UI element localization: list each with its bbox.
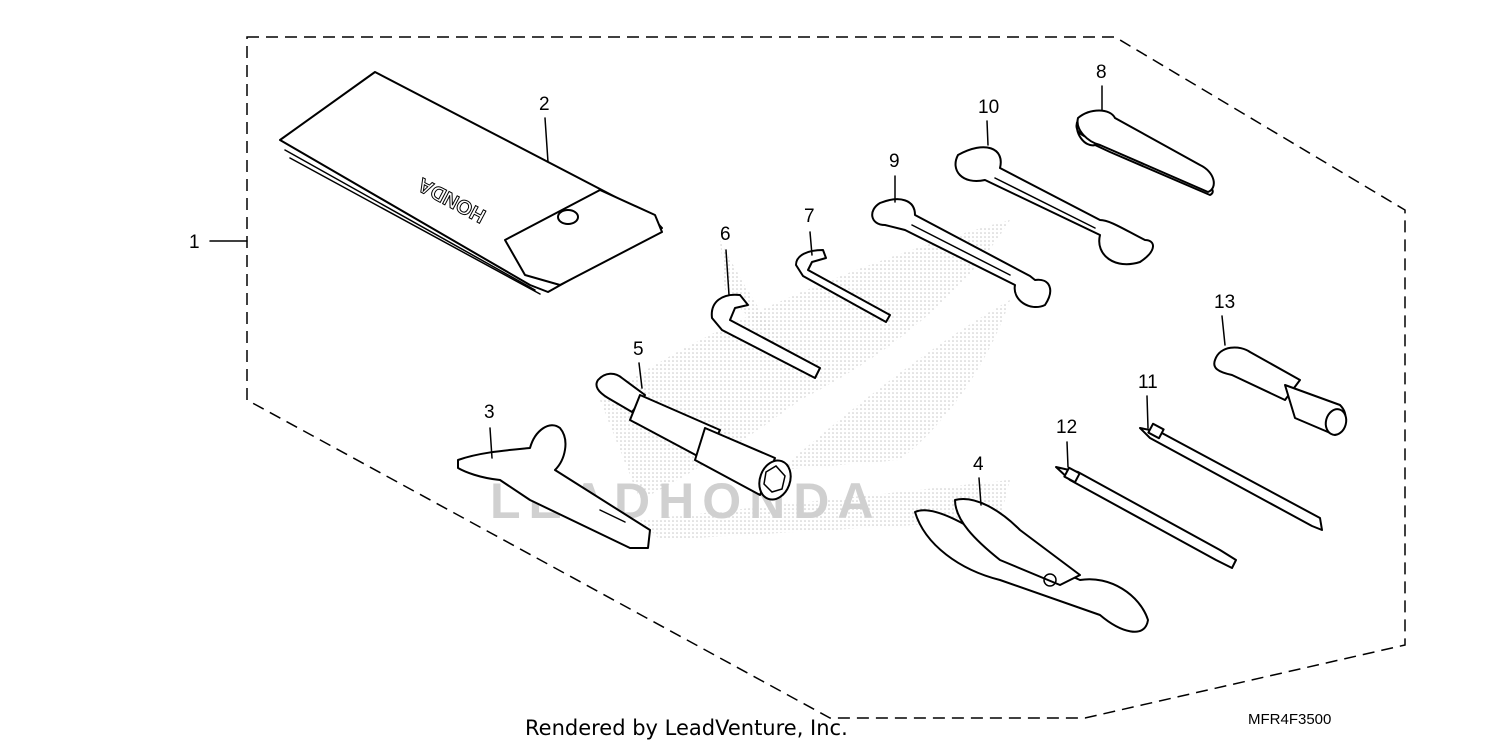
callout-9: 9 (889, 151, 900, 172)
pliers (914, 498, 1149, 633)
screwdriver-bit-12 (1055, 466, 1237, 569)
kit-boundary (246, 36, 1406, 719)
callout-3: 3 (484, 402, 495, 423)
diagram-code: MFR4F3500 (1248, 711, 1332, 728)
open-end-wrench-8 (1075, 109, 1215, 196)
render-credit: Rendered by LeadVenture, Inc. (525, 716, 848, 740)
spanner-wrench (457, 424, 651, 549)
callout-7: 7 (804, 206, 815, 227)
callout-5: 5 (633, 339, 644, 360)
hex-key-6 (710, 293, 821, 379)
callout-12: 12 (1056, 417, 1077, 438)
screwdriver-bit-11 (1139, 422, 1323, 531)
plug-socket-wrench (595, 372, 792, 501)
callout-1: 1 (189, 232, 200, 253)
callout-11: 11 (1138, 372, 1158, 393)
tool-bag: HONDA (279, 71, 663, 295)
screwdriver-handle (1213, 346, 1348, 436)
callout-13: 13 (1214, 292, 1235, 313)
callout-6: 6 (720, 224, 731, 245)
open-end-wrench-9 (871, 198, 1052, 308)
callout-8: 8 (1096, 62, 1107, 83)
open-end-wrench-10 (954, 146, 1154, 266)
callout-10: 10 (978, 97, 999, 118)
hex-key-7 (795, 249, 891, 323)
callout-4: 4 (973, 454, 984, 475)
callout-2: 2 (539, 94, 550, 115)
